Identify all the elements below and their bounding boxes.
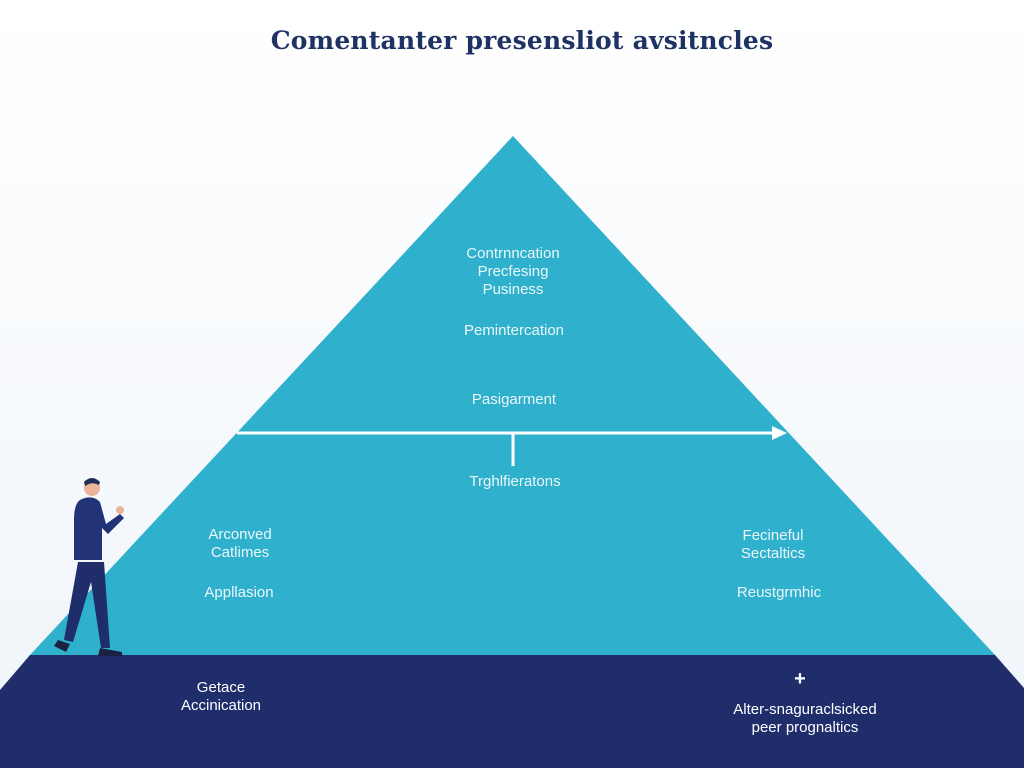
arrow-head-icon [772,426,787,440]
plus-icon: + [794,668,806,690]
pyramid-left-label: Arconved Catlimes [208,526,271,562]
base-right-label: Alter-snaguraclsicked peer prognaltics [733,701,876,737]
pyramid-center-label: Trghlfieratons [469,473,561,490]
pyramid-top-line: Pusiness [482,281,544,298]
person-figure-icon [54,478,124,656]
base-left-label: Getace Accinication [181,679,261,715]
pyramid-right-sub-label: Reustgrmhic [736,584,822,601]
pyramid-top-line: Contrnncation [466,245,560,262]
pyramid-left-line: Catlimes [210,544,270,561]
pyramid-right-label: Fecineful Sectaltics [741,527,805,563]
pyramid-top-line: Precfesing [477,263,549,280]
pyramid-top-label: Contrnncation Precfesing Pusiness [466,245,559,299]
base-left-line: Getace [196,679,246,696]
pyramid-middle-label-2: Pasigarment [471,391,557,408]
pyramid-left-line: Arconved [208,526,272,543]
base-left-line: Accinication [180,697,262,714]
base-right-line: Alter-snaguraclsicked [733,701,877,718]
pyramid-left-sub-label: Appllasion [204,584,274,601]
pyramid-right-line: Sectaltics [740,545,806,562]
pyramid-right-line: Fecineful [742,527,804,544]
pyramid-middle-label: Pemintercation [463,322,565,339]
page-title: Comentanter presensliot avsitncles [270,26,774,55]
base-band [0,655,1024,768]
base-right-line: peer prognaltics [751,719,859,736]
pyramid-triangle [30,136,995,655]
